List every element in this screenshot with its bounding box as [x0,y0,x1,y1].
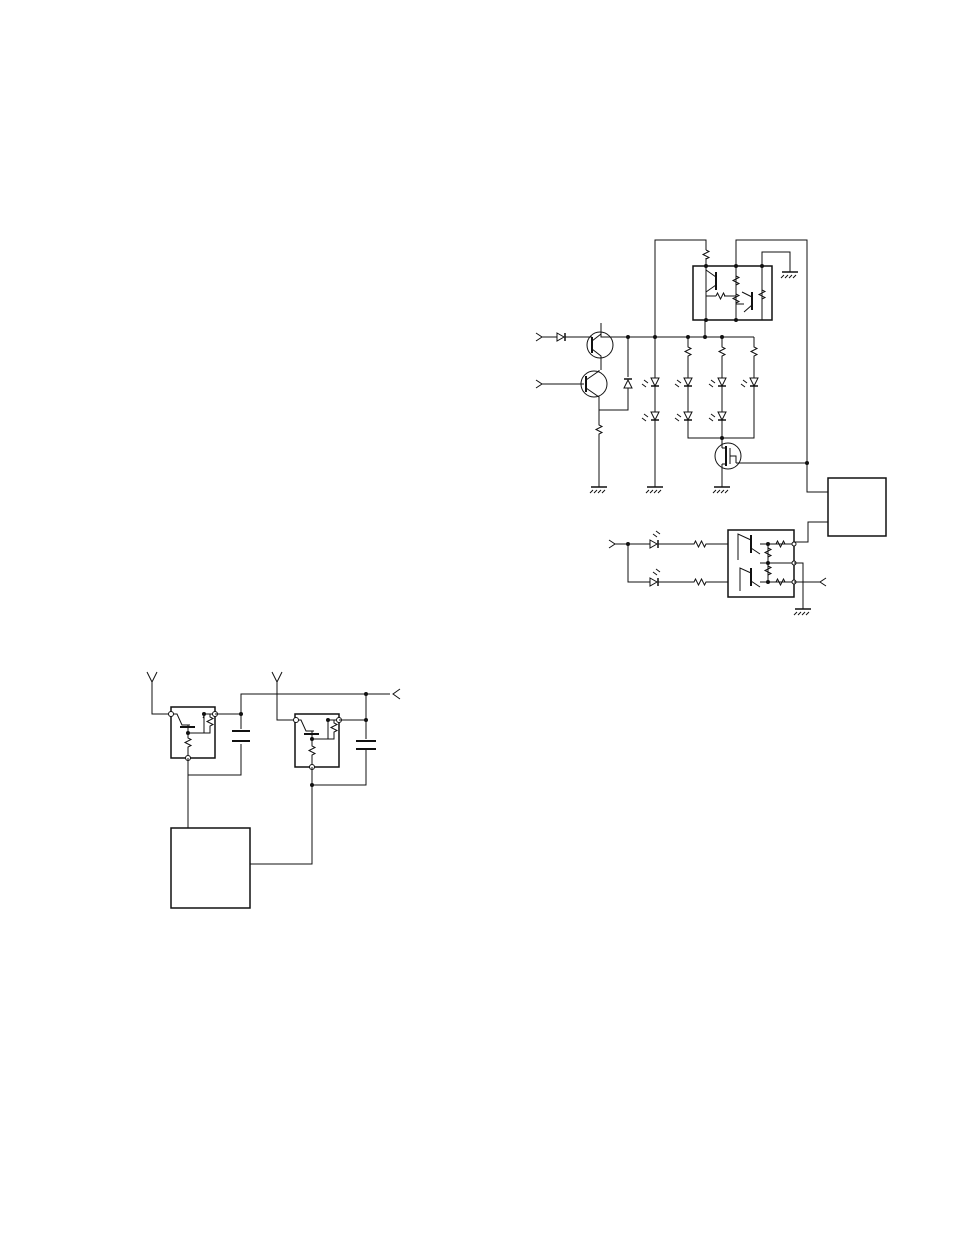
transistor-q1 [586,323,613,368]
control-block [828,478,886,536]
capacitor-2 [356,741,376,749]
wire-bus [601,320,754,370]
output-arrow [241,689,400,714]
diode [557,333,586,341]
led-input-2 [650,569,728,586]
optocoupler-input-schematic [609,463,886,615]
led-driver-schematic [536,240,809,493]
relay-capacitor-schematic [147,672,400,908]
input-arrow [536,333,557,341]
ground-symbol [781,272,798,278]
relay-2-internals [294,718,342,770]
antenna-2 [272,672,296,720]
junction-dot [626,542,630,546]
led-column-2 [675,337,722,438]
transistor-array-internals [704,264,765,322]
wire-top-frame [655,240,807,463]
mosfet [713,438,807,493]
led-input-1 [650,531,728,548]
input-arrow [609,540,650,582]
antenna-1 [147,672,171,714]
capacitor-1 [232,731,250,741]
zener-diode [624,337,632,395]
transistor-array-ic [693,266,772,320]
junction-dots [239,692,368,787]
led-column-4 [722,337,758,438]
led-column-1 [642,337,663,493]
junction-dots [626,335,809,465]
controller-block [171,828,250,908]
ground-symbol [794,609,811,615]
ground-symbol [590,487,607,493]
resistor [703,250,709,259]
relay-1-internals [169,712,218,761]
input-arrow [536,380,584,388]
led-column-3 [709,337,726,438]
transistor-q2 [581,370,628,410]
optocoupler-internals [738,534,796,591]
